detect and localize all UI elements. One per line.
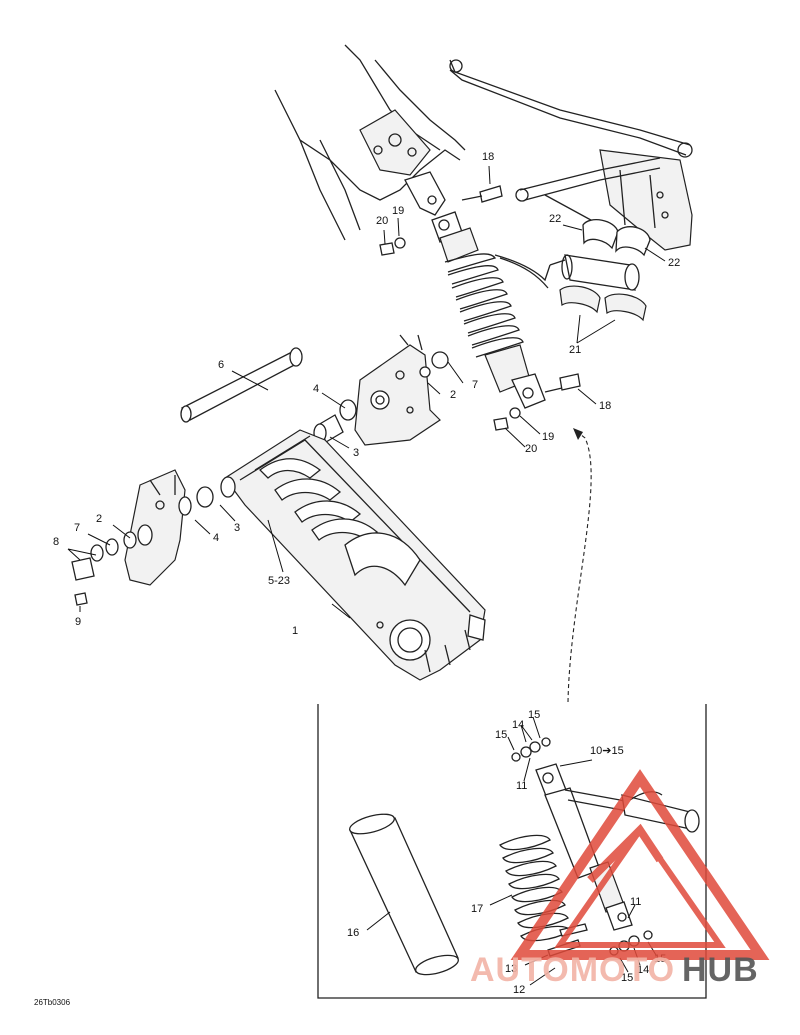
- watermark-triangle-icon: [510, 769, 770, 960]
- callout-9: 9: [75, 616, 81, 628]
- left-frame-bracket: [71, 469, 186, 606]
- callout-12: 12: [513, 984, 525, 996]
- callout-21: 21: [569, 344, 581, 356]
- callout-3-right: 3: [353, 447, 359, 459]
- right-pivot-bracket: [313, 334, 449, 446]
- callout-11-bottom: 11: [630, 896, 641, 908]
- shock-reservoir-and-clamps: [549, 219, 651, 322]
- callout-8: 8: [53, 536, 59, 548]
- swing-arm: [178, 429, 486, 681]
- callout-5-23: 5-23: [268, 575, 290, 587]
- callout-14-top: 14: [512, 719, 524, 731]
- diagram-code: 26Tb0306: [34, 998, 71, 1007]
- protector-sleeve: [349, 813, 460, 976]
- dashed-callout-arrow: [567, 429, 592, 703]
- callout-15-b: 15: [528, 709, 540, 721]
- inset-shock-body: [535, 763, 700, 931]
- watermark-word-hub: HUB: [682, 951, 759, 989]
- inset-detail-frame: [317, 704, 707, 999]
- callout-11-top: 11: [516, 780, 527, 792]
- pivot-axle: [180, 347, 303, 423]
- callout-17: 17: [471, 903, 483, 915]
- upper-shock-absorber: [431, 211, 551, 409]
- callout-20-bottom: 20: [525, 443, 537, 455]
- callout-16: 16: [347, 927, 359, 939]
- callout-19-top: 19: [392, 205, 404, 217]
- upper-right-bracket-drawing: [449, 59, 693, 251]
- callout-22-left: 22: [549, 213, 561, 225]
- leader-lines: [67, 165, 666, 986]
- callout-15-a: 15: [495, 729, 507, 741]
- upper-frame-drawing: [274, 44, 466, 241]
- callout-18-top: 18: [482, 151, 494, 163]
- callout-2-right: 2: [450, 389, 456, 401]
- callout-6: 6: [218, 359, 224, 371]
- callout-7-left: 7: [74, 522, 80, 534]
- callout-7-right: 7: [472, 379, 478, 391]
- callout-1: 1: [292, 625, 298, 637]
- callout-14-bottom: 14: [637, 964, 649, 976]
- watermark-wordmark: AUTOMOTO HUB: [470, 951, 759, 989]
- callout-10-15: 10➔15: [590, 745, 624, 757]
- watermark-logo: [510, 769, 770, 960]
- callout-19-bottom: 19: [542, 431, 554, 443]
- callout-arrowhead: [573, 428, 583, 440]
- callout-18-bottom: 18: [599, 400, 611, 412]
- callout-15-d: 15: [621, 972, 633, 984]
- callout-2-left: 2: [96, 513, 102, 525]
- callout-4-right: 4: [313, 383, 319, 395]
- callout-3-left: 3: [234, 522, 240, 534]
- watermark-word-automoto: AUTOMOTO: [470, 951, 675, 989]
- shock-upper-hardware: [379, 185, 503, 256]
- callout-4-left: 4: [213, 532, 219, 544]
- callout-20-top: 20: [376, 215, 388, 227]
- shock-lower-hardware: [493, 373, 581, 431]
- callout-13: 13: [505, 963, 517, 975]
- callout-22-right: 22: [668, 257, 680, 269]
